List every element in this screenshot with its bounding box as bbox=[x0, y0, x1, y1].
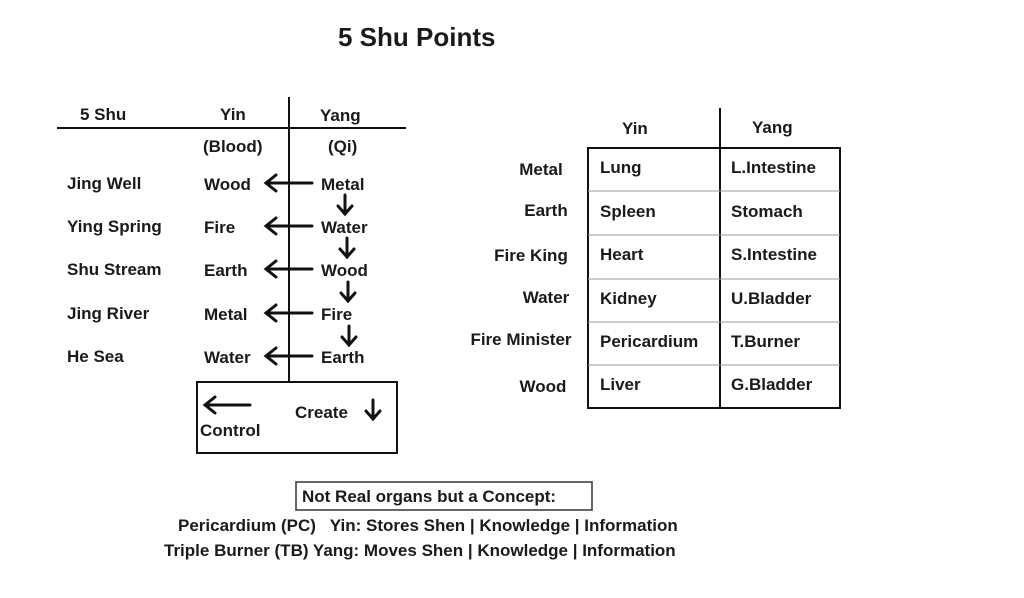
organ-table-border bbox=[587, 147, 841, 409]
control-arrow-head bbox=[263, 216, 278, 236]
table-header-yang: Yang bbox=[752, 118, 793, 137]
header-qi: (Qi) bbox=[328, 137, 358, 156]
table-row-dividers bbox=[588, 190, 840, 366]
page-title: 5 Shu Points bbox=[338, 22, 496, 52]
note-box bbox=[295, 481, 593, 511]
create-arrow-head bbox=[338, 247, 356, 260]
legend-box bbox=[196, 381, 398, 454]
yang-element: Fire bbox=[321, 305, 353, 324]
yang-element: Wood bbox=[321, 261, 368, 280]
yin-organ: Heart bbox=[600, 245, 644, 264]
yang-organ: T.Burner bbox=[731, 332, 800, 351]
yin-element: Fire bbox=[204, 218, 236, 237]
yin-organ: Pericardium bbox=[600, 332, 699, 351]
note-pericardium: Pericardium (PC) Yin: Stores Shen | Know… bbox=[178, 516, 678, 535]
legend-create-label: Create bbox=[295, 403, 348, 422]
yang-element: Metal bbox=[321, 175, 365, 194]
yin-element: Earth bbox=[204, 261, 248, 280]
table-header-yin: Yin bbox=[622, 119, 648, 138]
yin-organ: Lung bbox=[600, 158, 642, 177]
yin-element: Wood bbox=[204, 175, 251, 194]
create-arrows bbox=[336, 193, 358, 348]
control-arrows bbox=[263, 173, 314, 366]
legend-control-label: Control bbox=[200, 421, 261, 440]
yang-organ: U.Bladder bbox=[731, 289, 812, 308]
shu-point-label: Ying Spring bbox=[67, 217, 162, 236]
element-label: Fire Minister bbox=[470, 330, 572, 349]
legend-create-arrow-head bbox=[364, 409, 382, 422]
yin-organ: Spleen bbox=[600, 202, 656, 221]
legend-control-arrow-head bbox=[202, 395, 217, 415]
note-triple-burner: Triple Burner (TB) Yang: Moves Shen | Kn… bbox=[164, 541, 676, 560]
shu-point-label: Jing River bbox=[67, 304, 150, 323]
element-label: Wood bbox=[519, 377, 567, 396]
yin-organ: Kidney bbox=[600, 289, 657, 308]
element-label: Metal bbox=[519, 160, 563, 179]
yang-element: Earth bbox=[321, 348, 365, 367]
yin-organ: Liver bbox=[600, 375, 641, 394]
yang-organ: G.Bladder bbox=[731, 375, 813, 394]
header-blood: (Blood) bbox=[203, 137, 263, 156]
control-arrow-head bbox=[263, 259, 278, 279]
shu-point-label: He Sea bbox=[67, 347, 124, 366]
yang-organ: L.Intestine bbox=[731, 158, 817, 177]
control-arrow-head bbox=[263, 303, 278, 323]
yang-organ: Stomach bbox=[731, 202, 803, 221]
yin-element: Metal bbox=[204, 305, 248, 324]
create-arrow-head bbox=[336, 204, 354, 217]
control-arrow-head bbox=[263, 173, 278, 193]
header-yin: Yin bbox=[220, 105, 246, 124]
yin-element: Water bbox=[204, 348, 251, 367]
legend-arrows bbox=[202, 395, 382, 422]
create-arrow-head bbox=[339, 291, 357, 304]
element-label: Earth bbox=[524, 201, 568, 220]
header-5-shu: 5 Shu bbox=[80, 105, 127, 124]
yang-organ: S.Intestine bbox=[731, 245, 817, 264]
shu-point-label: Jing Well bbox=[67, 174, 142, 193]
shu-point-label: Shu Stream bbox=[67, 260, 162, 279]
create-arrow-head bbox=[340, 335, 358, 348]
header-yang: Yang bbox=[320, 106, 361, 125]
element-label: Fire King bbox=[494, 246, 568, 265]
control-arrow-head bbox=[263, 346, 278, 366]
element-label: Water bbox=[522, 288, 570, 307]
note-heading: Not Real organs but a Concept: bbox=[302, 487, 557, 506]
yang-element: Water bbox=[321, 218, 368, 237]
